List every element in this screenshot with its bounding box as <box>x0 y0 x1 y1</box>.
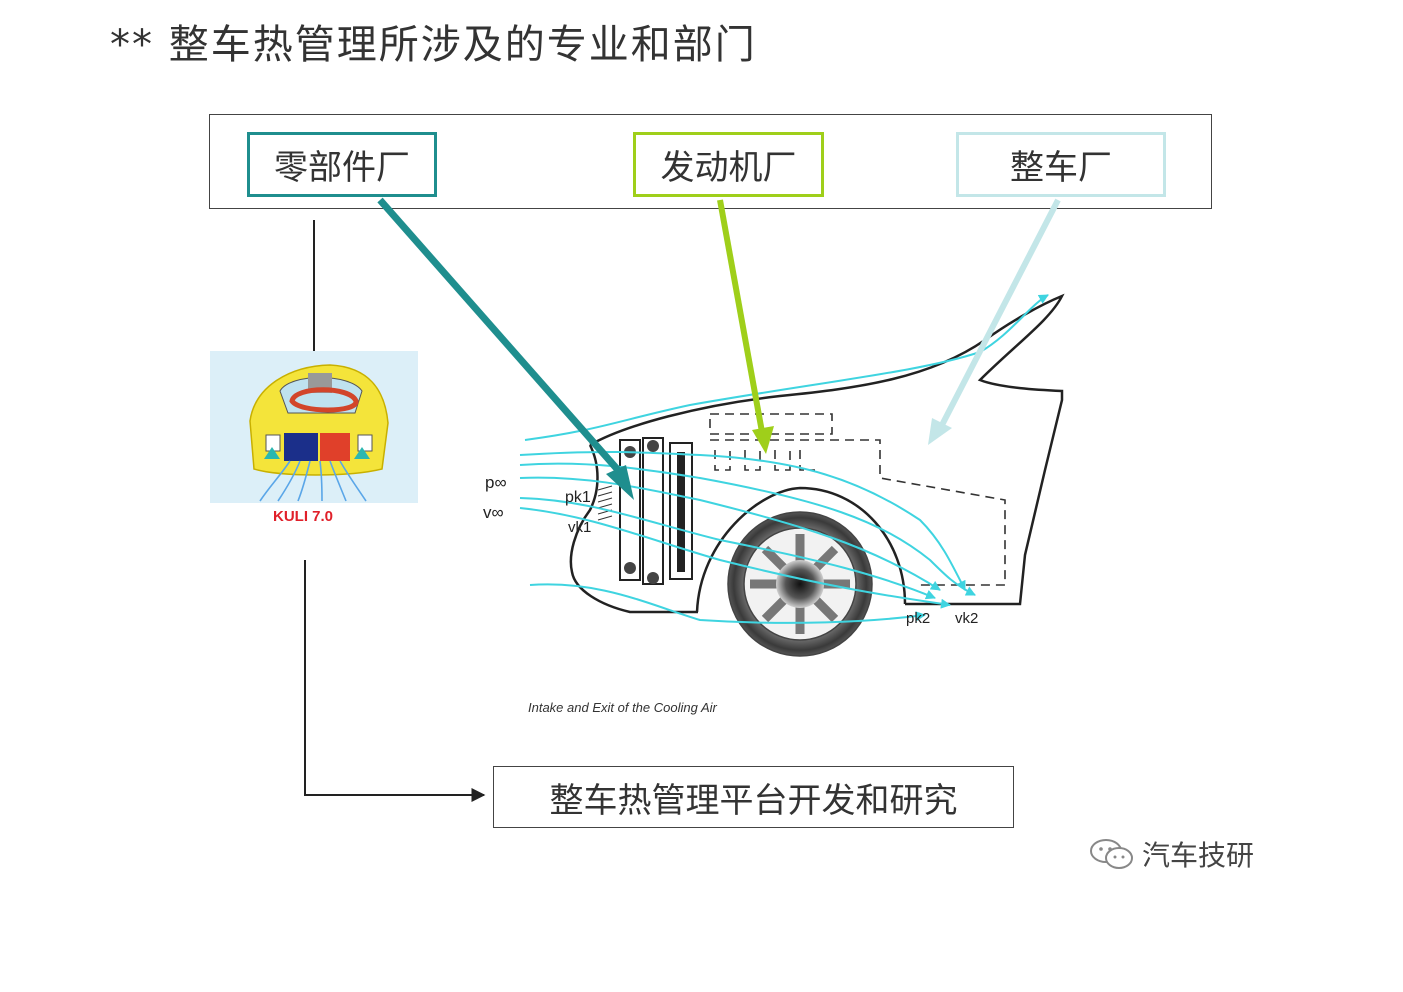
engine-arrowhead <box>752 426 774 454</box>
engine-arrow <box>717 199 765 433</box>
vehicle-plant-box: 整车厂 <box>956 132 1166 197</box>
parts-arrowhead <box>606 465 634 500</box>
wechat-icon <box>1090 839 1133 869</box>
page-title: ** 整车热管理所涉及的专业和部门 <box>110 22 757 68</box>
param-pk1: pk1 <box>565 489 591 506</box>
watermark: 汽车技研 <box>1088 834 1254 874</box>
airflow-lines <box>519 294 1049 624</box>
param-p-inf: p∞ <box>485 473 507 492</box>
platform-box: 整车热管理平台开发和研究 <box>493 766 1014 828</box>
diagram-caption: Intake and Exit of the Cooling Air <box>528 700 717 715</box>
vehicle-arrowhead <box>928 418 952 445</box>
watermark-text: 汽车技研 <box>1142 839 1255 872</box>
param-vk1: vk1 <box>568 519 591 536</box>
engine-plant-box: 发动机厂 <box>633 132 824 197</box>
flow-parameters: p∞ v∞ pk1 vk1 pk2 vk2 <box>483 473 978 627</box>
vehicle-arrow <box>939 198 1061 427</box>
param-vk2: vk2 <box>955 610 978 627</box>
wheel <box>727 511 873 657</box>
param-v-inf: v∞ <box>483 503 504 522</box>
kuli-label: KULI 7.0 <box>273 508 334 525</box>
car-body-outline <box>569 293 1065 614</box>
parts-supplier-box: 零部件厂 <box>247 132 437 197</box>
department-arrows <box>377 197 1061 500</box>
param-pk2: pk2 <box>906 610 930 627</box>
kuli-model-image <box>210 351 418 503</box>
department-frame <box>209 114 1212 209</box>
platform-connector <box>304 560 486 802</box>
parts-arrow <box>377 197 628 481</box>
